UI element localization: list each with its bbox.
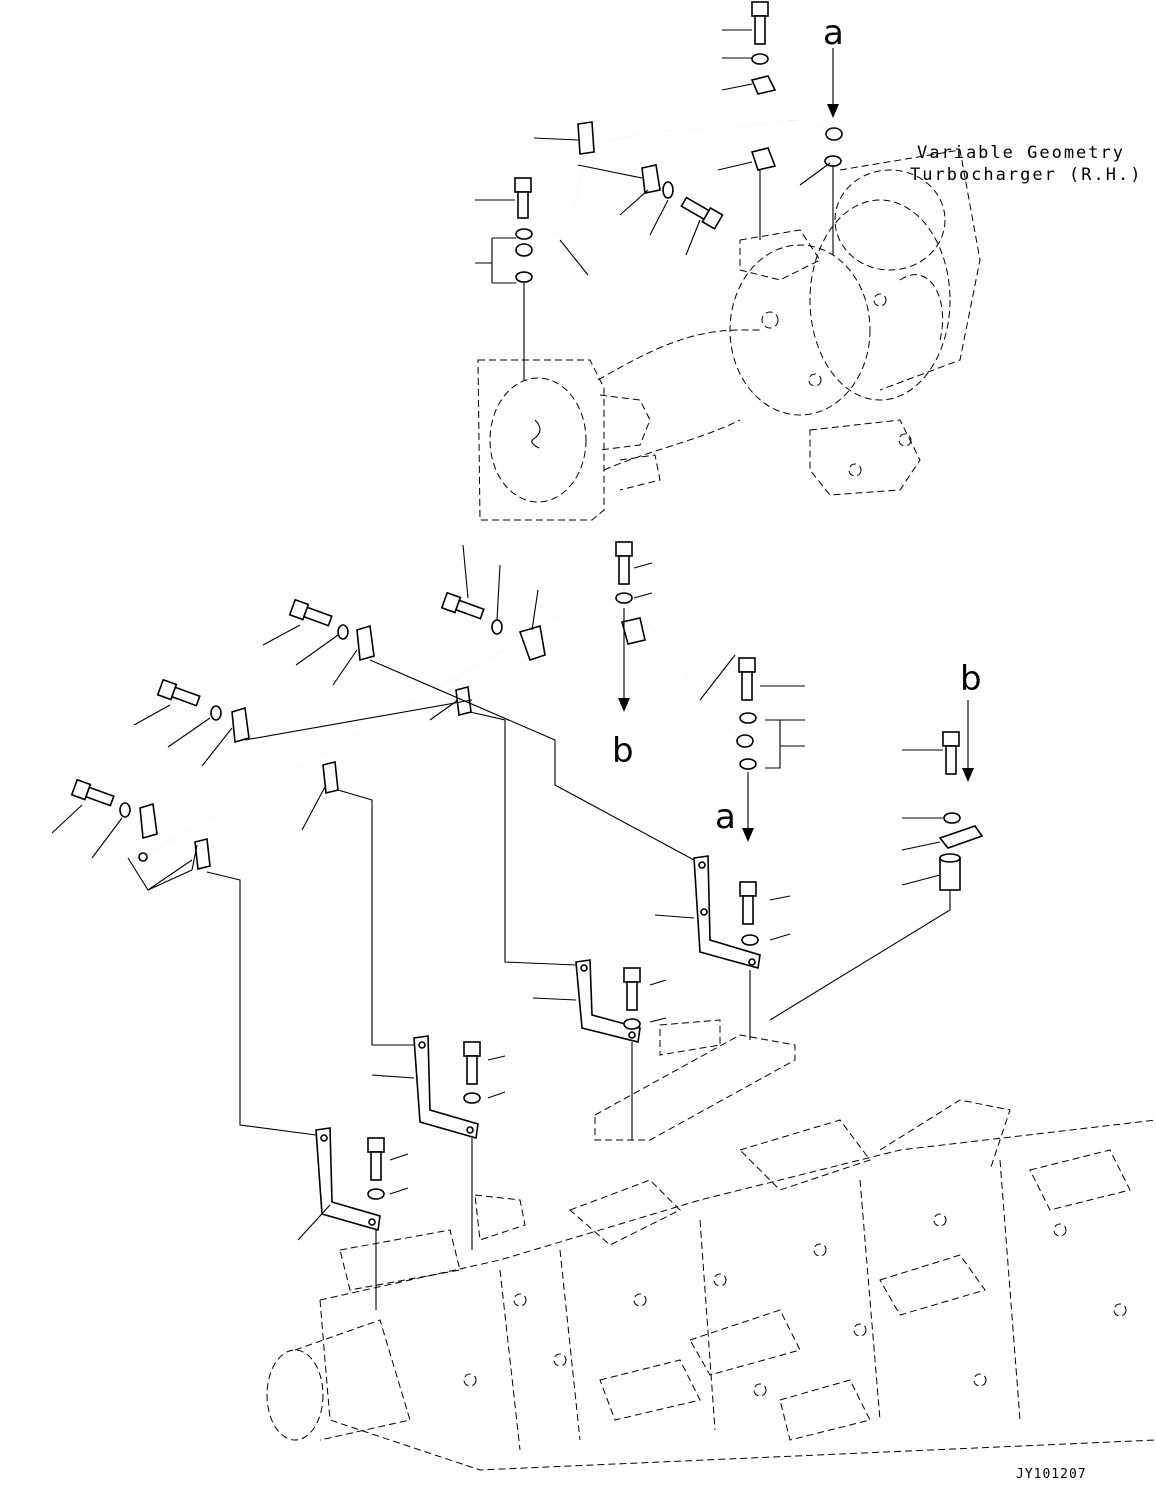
clip-icon	[322, 761, 339, 794]
bracket-icon	[575, 959, 641, 1043]
bolt-icon	[70, 778, 115, 807]
washer-icon	[943, 812, 961, 824]
washer-icon	[119, 802, 131, 818]
washer-icon	[741, 934, 759, 946]
washer-icon	[751, 53, 769, 65]
turbo-caption-line2: Turbocharger (R.H.)	[910, 165, 1142, 185]
clip-icon	[750, 75, 777, 95]
arrow-down-icon	[618, 698, 630, 712]
clip-icon	[194, 838, 211, 870]
turbo-oil-tube	[515, 120, 843, 257]
arrow-down-icon	[827, 104, 839, 118]
clip-icon	[577, 121, 595, 155]
washer-icon	[515, 228, 533, 240]
ref-label-a-top: a	[823, 13, 844, 53]
turbo-caption-line1: Variable Geometry	[917, 143, 1125, 163]
ref-label-b-right: b	[960, 659, 982, 699]
bolt-icon	[739, 881, 757, 925]
washer-icon	[662, 181, 674, 199]
bolt-icon	[942, 731, 960, 775]
arrow-down-icon	[742, 828, 754, 842]
bolt-icon	[156, 678, 201, 707]
bolt-icon	[440, 591, 485, 620]
ref-label-b-left: b	[612, 731, 634, 771]
washer-icon	[623, 1018, 641, 1030]
clip-icon	[139, 802, 158, 840]
washer-icon	[337, 624, 349, 640]
bolt-icon	[751, 1, 769, 45]
bolt-icon	[615, 541, 633, 585]
turbocharger-assembly	[477, 149, 981, 521]
bolt-icon	[623, 967, 641, 1011]
top-hardware: a Variable Geometry Turbocharger (R.H.)	[475, 1, 1142, 380]
middle-hardware: b a	[51, 541, 805, 891]
washer-icon	[739, 758, 757, 770]
washer-icon	[367, 1188, 385, 1200]
bracket-icon	[413, 1035, 479, 1140]
bolt-icon	[514, 177, 532, 219]
bolt-icon	[367, 1137, 385, 1181]
ref-label-a-lower: a	[715, 797, 736, 837]
washer-icon	[515, 271, 533, 283]
bracket-icon	[693, 855, 761, 970]
right-hardware: b	[769, 659, 984, 1021]
washer-icon	[463, 1092, 481, 1104]
clip-icon	[356, 624, 375, 662]
washer-icon	[739, 712, 757, 724]
arrow-down-icon	[962, 768, 974, 782]
drawing-code: JY101207	[1016, 1467, 1087, 1482]
engine-block	[266, 1019, 1156, 1471]
bolt-icon	[680, 196, 724, 230]
clip-icon	[641, 164, 661, 194]
bolt-icon	[463, 1041, 481, 1085]
clip-icon	[750, 147, 777, 171]
bolt-icon	[738, 657, 756, 701]
washer-icon	[491, 619, 503, 635]
spacer-icon	[939, 853, 961, 891]
washer-icon	[210, 705, 222, 721]
brackets	[206, 659, 791, 1310]
bolt-icon	[288, 598, 333, 627]
long-oil-tube	[138, 600, 754, 862]
washer-icon	[615, 592, 633, 604]
clip-icon	[231, 706, 250, 744]
clip-icon	[938, 825, 984, 849]
